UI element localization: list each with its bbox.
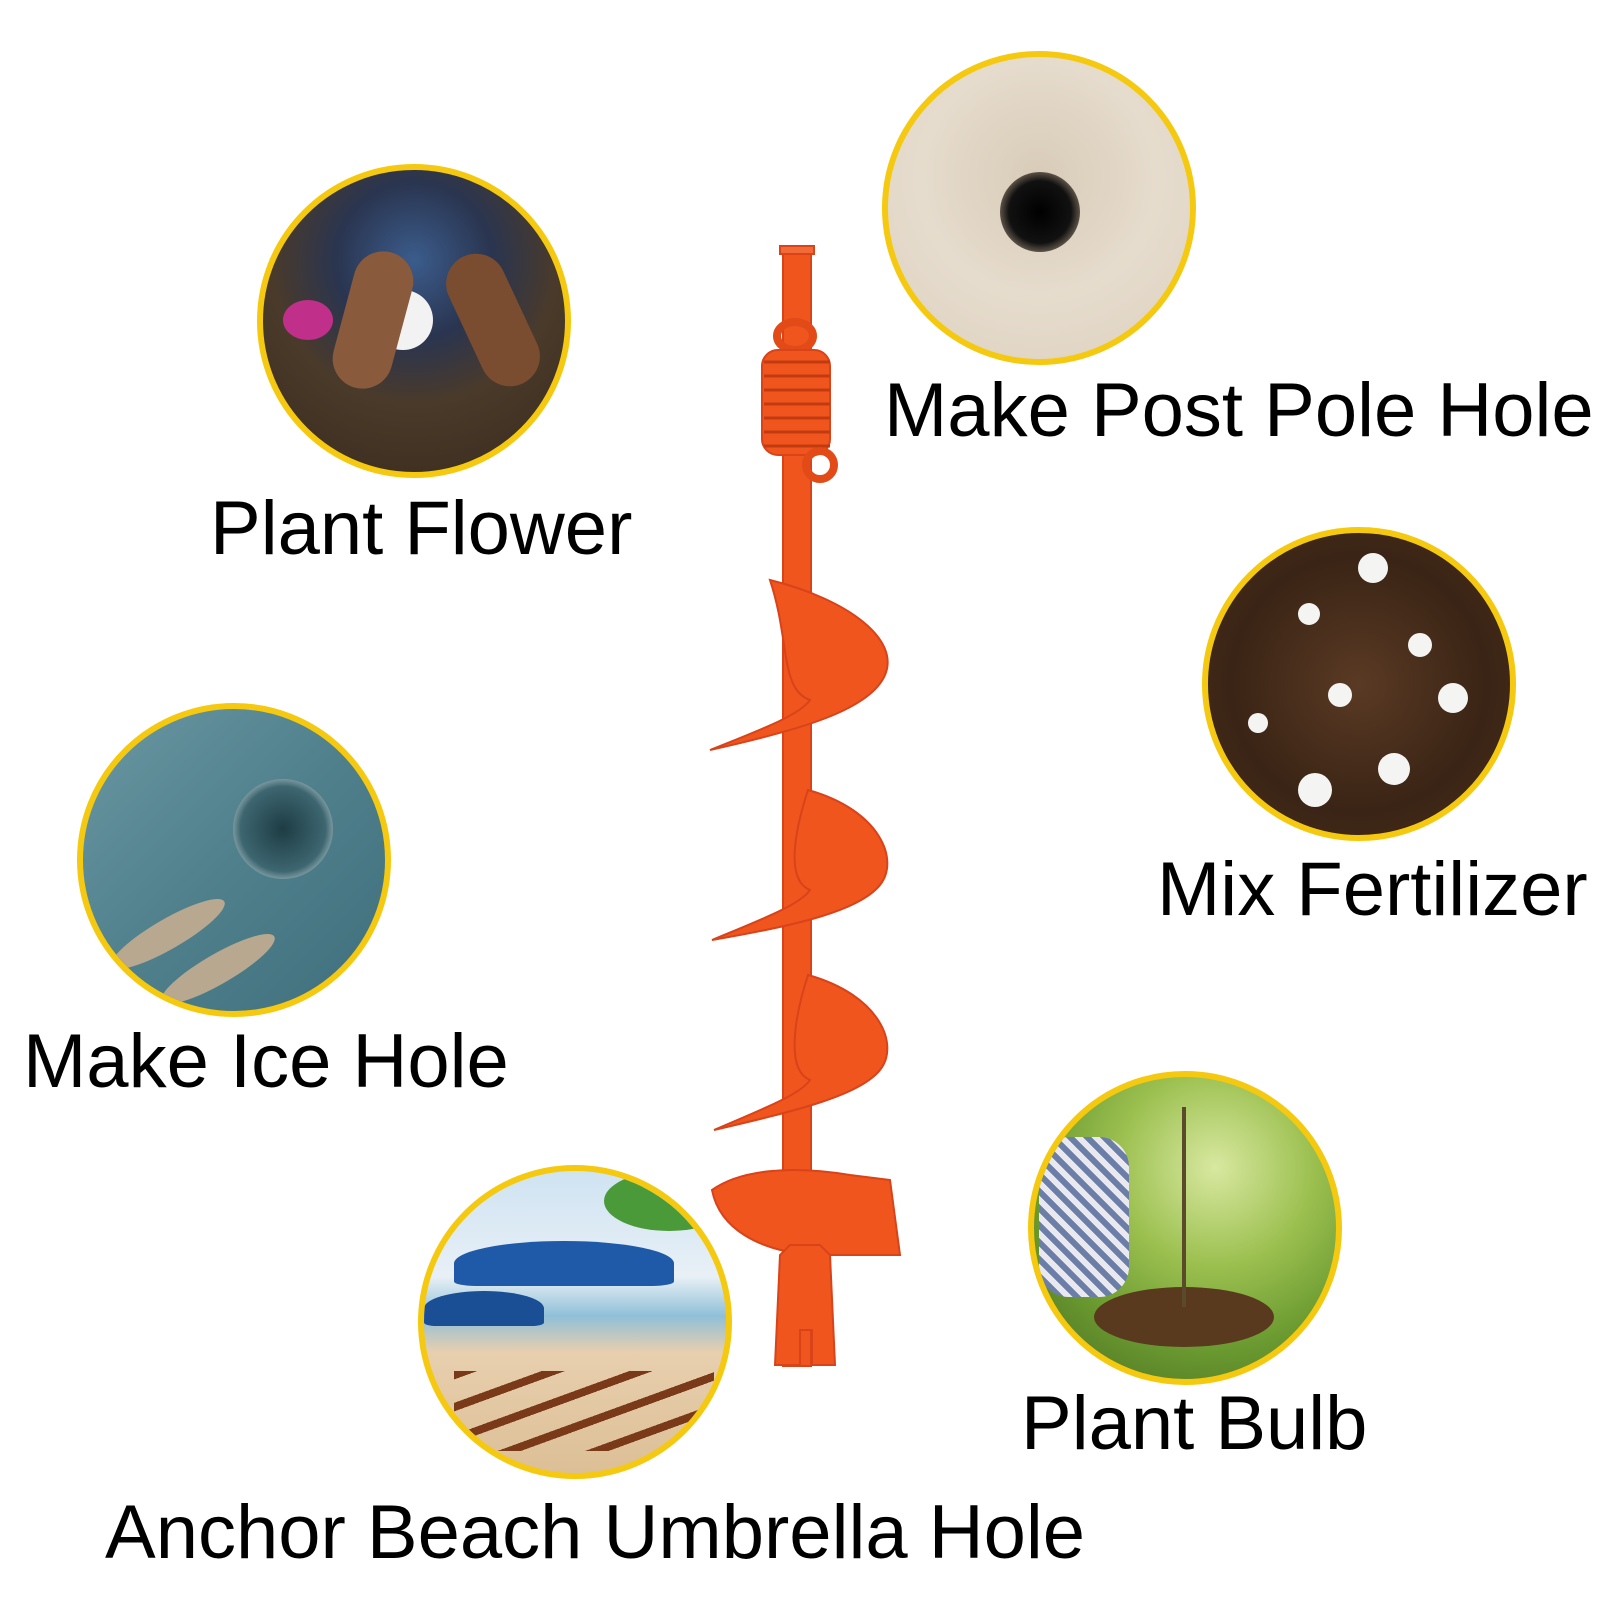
flower-planting-photo [257,164,571,478]
beach-umbrella-photo [418,1165,732,1479]
post-hole-photo [882,51,1196,365]
auger-tip [773,1244,837,1366]
use-label-plant-flower: Plant Flower [210,486,633,571]
auger-flighting [709,578,902,1256]
plant-bulb-photo [1028,1071,1342,1385]
use-label-mix-fertilizer: Mix Fertilizer [1157,847,1588,932]
fertilizer-soil-photo [1202,527,1516,841]
use-label-post-pole-hole: Make Post Pole Hole [884,368,1594,453]
use-label-make-ice-hole: Make Ice Hole [23,1019,509,1104]
auger-spring [761,318,838,483]
auger-shaft-top [779,245,815,255]
use-label-plant-bulb: Plant Bulb [1021,1381,1368,1466]
ice-hole-photo [77,703,391,1017]
auger-shaft [782,245,812,1367]
use-label-anchor-beach-umbrella-hole: Anchor Beach Umbrella Hole [105,1490,1086,1575]
